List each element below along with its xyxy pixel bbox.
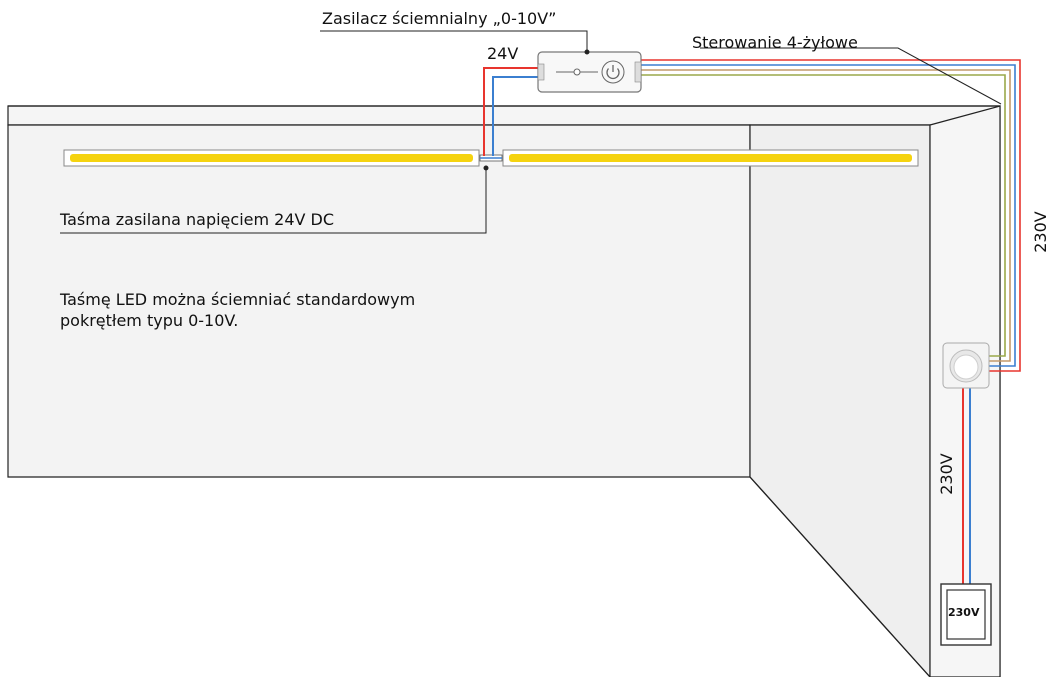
voltage-24v-label: 24V xyxy=(487,44,519,63)
description-text: Taśmę LED można ściemniać standardowym p… xyxy=(60,290,416,330)
wires-control xyxy=(641,59,1021,372)
room-outline xyxy=(7,105,1001,677)
leader-lines xyxy=(60,30,1002,234)
socket-label: 230V xyxy=(948,606,980,619)
wires-24v xyxy=(483,67,538,156)
right-wall xyxy=(929,105,1001,677)
dimmer-knob xyxy=(942,342,990,389)
power-button-icon xyxy=(601,60,625,84)
switch-icon xyxy=(556,68,598,76)
voltage-230v-mid-label: 230V xyxy=(937,453,956,495)
control-wires-label: Sterowanie 4-żyłowe xyxy=(692,33,858,52)
side-wall xyxy=(749,124,931,677)
power-supply-label: Zasilacz ściemnialny „0-10V” xyxy=(322,9,557,28)
socket-230v xyxy=(940,583,992,646)
wires-230v xyxy=(962,388,971,584)
strip-connector xyxy=(479,154,503,162)
power-supply xyxy=(537,51,642,93)
led-strip-right xyxy=(502,149,919,167)
dimmer-knob-icon xyxy=(949,349,983,383)
strip-label: Taśma zasilana napięciem 24V DC xyxy=(60,210,335,229)
voltage-230v-right-label: 230V xyxy=(1031,211,1050,253)
floor-edge xyxy=(749,476,931,677)
led-strip-left xyxy=(63,149,480,167)
